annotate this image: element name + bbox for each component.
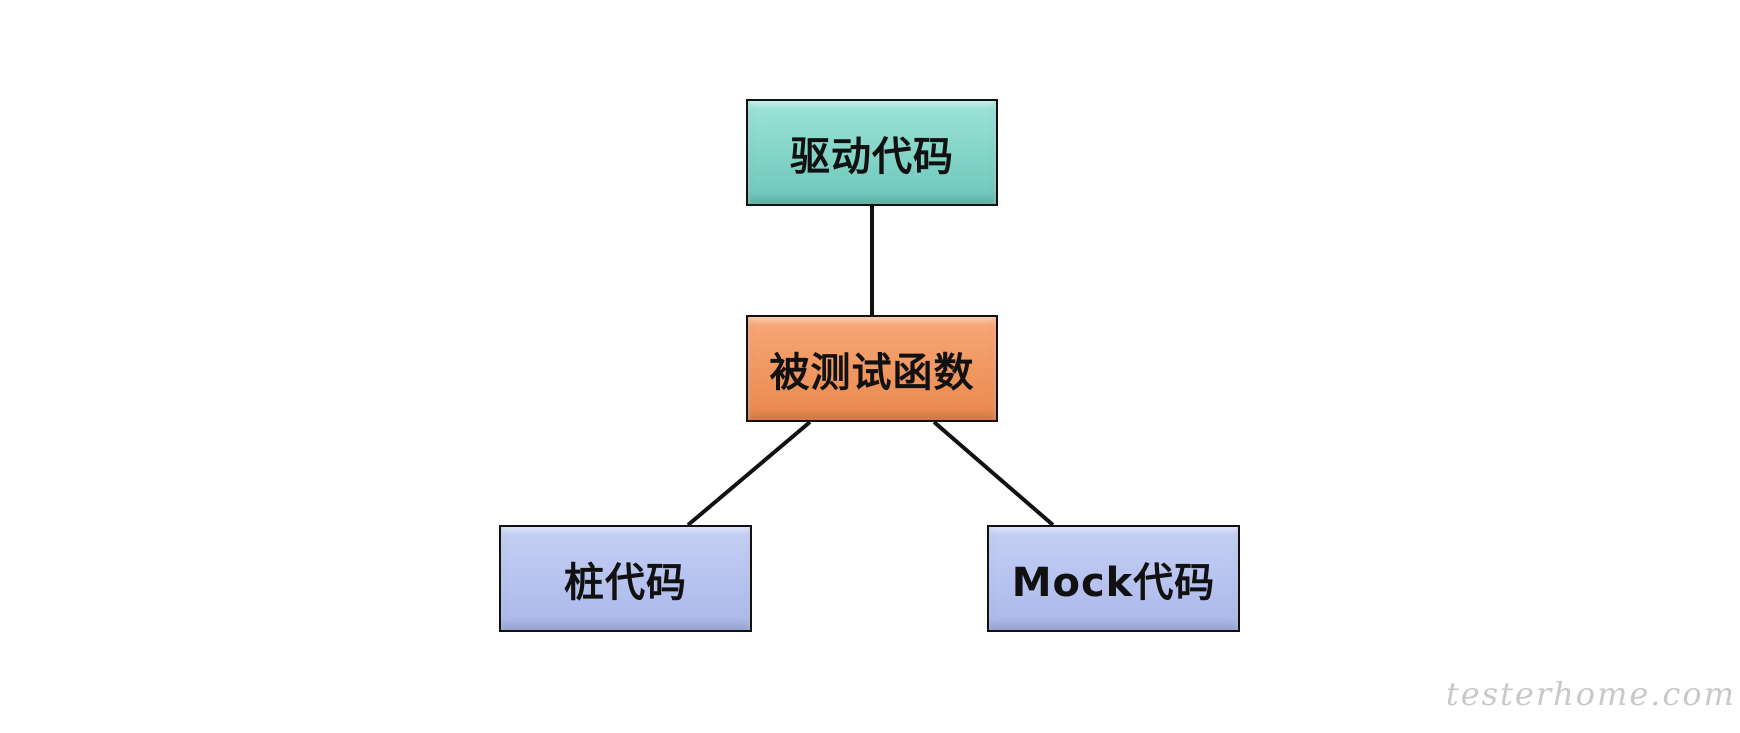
node-driver-code: 驱动代码	[746, 99, 998, 206]
node-mock-code: Mock代码	[987, 525, 1240, 632]
node-function-under-test: 被测试函数	[746, 315, 998, 422]
node-stub-code: 桩代码	[499, 525, 752, 632]
watermark: testerhome.com	[1445, 675, 1736, 713]
node-target-label: 被测试函数	[769, 349, 975, 396]
node-mock-label: Mock代码	[1011, 559, 1216, 606]
node-stub-label: 桩代码	[564, 559, 687, 606]
node-driver-label: 驱动代码	[790, 133, 954, 180]
edge-target-mock	[932, 420, 1055, 527]
edge-target-stub	[686, 420, 812, 527]
